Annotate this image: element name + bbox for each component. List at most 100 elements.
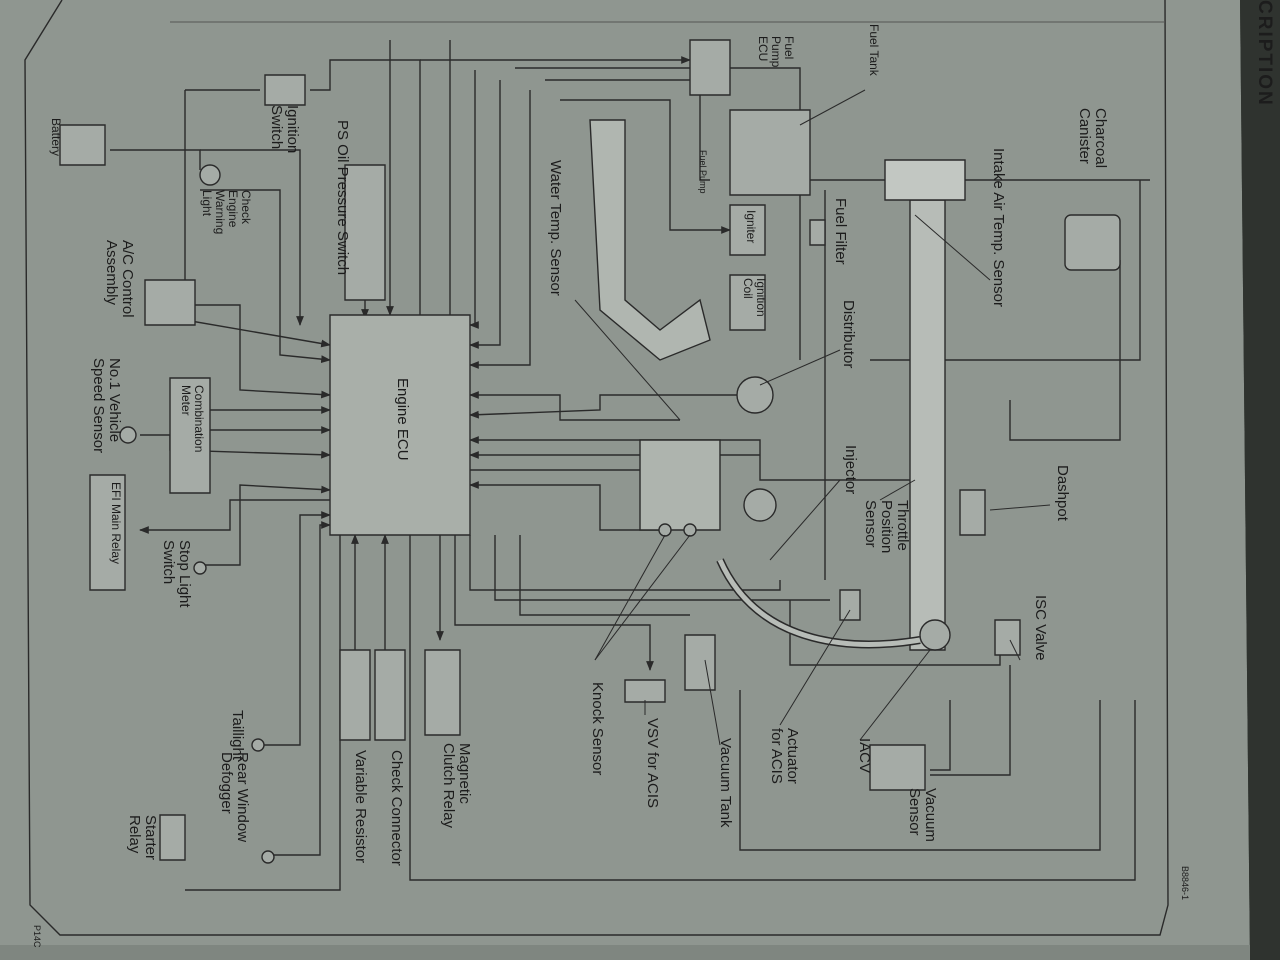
- vsv-body: [625, 680, 665, 702]
- actuator-acis-body: [840, 590, 860, 620]
- wire-taillight: [260, 511, 331, 745]
- wire-distributor: [469, 395, 760, 419]
- wire-defogger: [270, 521, 331, 855]
- throttle-position-sensor-label: Throttle Position Sensor: [862, 500, 911, 554]
- dashpot-body: [960, 490, 985, 535]
- wire-stoplight: [200, 485, 331, 565]
- wire-lower-3: [520, 535, 690, 615]
- battery-box: [60, 125, 105, 165]
- diagram-border: [25, 0, 1168, 935]
- knock-sensor-label: Knock Sensor: [589, 682, 606, 776]
- ac-control-assembly-label: A/C Control Assembly: [103, 240, 136, 318]
- wire-top-8: [560, 100, 731, 234]
- leader-knock-2: [595, 535, 690, 660]
- knock-sensor-1: [659, 524, 671, 536]
- fuel-pump-ecu-box: [690, 40, 730, 95]
- vacuum-sensor-box: [870, 745, 925, 790]
- fuel-filter-label: Fuel Filter: [832, 198, 849, 265]
- wire-ac: [195, 305, 331, 399]
- engine-block: [640, 440, 720, 530]
- fuel-tank-box: [730, 110, 810, 195]
- leader-isc: [1010, 640, 1020, 660]
- engine-ecu-label: Engine ECU: [394, 378, 411, 461]
- leader-water-temp: [575, 300, 680, 420]
- water-temp-sensor-label: Water Temp. Sensor: [547, 160, 564, 296]
- wire-check-engine: [200, 190, 331, 364]
- speed-sensor-coil: [120, 427, 136, 443]
- fuel-pump-label: Fuel Pump: [698, 150, 708, 194]
- vacuum-sensor-label: Vacuum Sensor: [906, 788, 939, 842]
- fuel-filter-box: [810, 220, 825, 245]
- efi-main-relay-box: [90, 475, 125, 590]
- charcoal-canister-label: Charcoal Canister: [1076, 108, 1109, 169]
- wire-top-6: [469, 90, 530, 369]
- stop-light-terminal: [194, 562, 206, 574]
- check-engine-warning-light-label: Check Engine Warning Light: [200, 190, 253, 235]
- ps-switch-box: [345, 165, 385, 300]
- components: [60, 40, 1120, 863]
- starter-relay-label: Starter Relay: [126, 815, 159, 861]
- wire-top-7: [545, 80, 710, 180]
- combination-meter-box: [170, 378, 210, 493]
- iacv-label: IACV: [856, 738, 873, 774]
- check-engine-bulb: [200, 165, 220, 185]
- rear-window-defogger-label: Rear Window Defogger: [218, 752, 251, 843]
- variable-resistor-label: Variable Resistor: [352, 750, 369, 864]
- wire-lower-2: [495, 535, 830, 600]
- wire-efi-relay: [139, 500, 330, 534]
- ac-control-box: [145, 280, 195, 325]
- fuel-pump-ecu-label: Fuel Pump ECU: [756, 36, 796, 68]
- magnetic-clutch-relay-box: [425, 650, 460, 735]
- wire-mag-relay: [410, 535, 1135, 880]
- wire-top-3: [469, 70, 479, 329]
- combination-meter-label: Combination Meter: [179, 385, 206, 453]
- leader-intake-air: [915, 215, 990, 280]
- wire-top-5: [515, 68, 800, 360]
- ignition-switch-box: [265, 75, 305, 105]
- wire-right-bus: [870, 180, 1140, 360]
- wire-throttle: [469, 436, 910, 480]
- ignition-switch-label: Ignition Switch: [268, 105, 301, 154]
- leader-knock-1: [595, 535, 665, 660]
- intake-air-temp-sensor-label: Intake Air Temp. Sensor: [990, 148, 1007, 307]
- page-corner-code: P14C: [32, 925, 42, 948]
- wire-knock: [469, 481, 660, 530]
- battery-label: Battery: [49, 118, 63, 157]
- ps-oil-pressure-switch-label: PS Oil Pressure Switch: [334, 120, 351, 276]
- vsv-acis-label: VSV for ACIS: [644, 718, 661, 809]
- exhaust-manifold: [590, 120, 710, 360]
- distributor-cap: [737, 377, 773, 413]
- air-cleaner: [885, 160, 965, 200]
- leader-injector: [770, 480, 840, 560]
- stop-light-switch-label: Stop Light Switch: [160, 540, 193, 608]
- starter-relay-box: [160, 815, 185, 860]
- page-shadow-bottom: [0, 945, 1250, 960]
- taillight-terminal: [252, 739, 264, 751]
- injector-label: Injector: [842, 445, 859, 495]
- vacuum-tank-label: Vacuum Tank: [717, 738, 734, 828]
- charcoal-canister-box: [1065, 215, 1120, 270]
- leader-distributor: [760, 350, 840, 385]
- igniter-box: [730, 205, 765, 255]
- distributor-label: Distributor: [840, 300, 857, 369]
- ignition-coil-box: [730, 275, 765, 330]
- engine-ecu-box: [330, 315, 470, 535]
- actuator-acis-label: Actuator for ACIS: [768, 728, 801, 784]
- leader-iacv: [860, 650, 930, 740]
- igniter-label: Igniter: [744, 210, 758, 244]
- isc-valve-body: [995, 620, 1020, 655]
- leader-vacuum-tank: [705, 660, 720, 745]
- page-shadow-right: [1240, 0, 1280, 960]
- wire-dashpot: [1010, 260, 1120, 440]
- no1-vehicle-speed-sensor-label: No.1 Vehicle Speed Sensor: [90, 358, 123, 454]
- wire-watertemp: [469, 391, 680, 420]
- knock-sensor-2: [684, 524, 696, 536]
- leader-fuel-tank: [800, 90, 865, 125]
- intake-runner-inner: [720, 560, 920, 644]
- dashpot-label: Dashpot: [1054, 465, 1071, 521]
- section-title: CRIPTION: [1254, 0, 1275, 107]
- check-connector-box: [375, 650, 405, 740]
- wire-lower-4: [455, 535, 654, 671]
